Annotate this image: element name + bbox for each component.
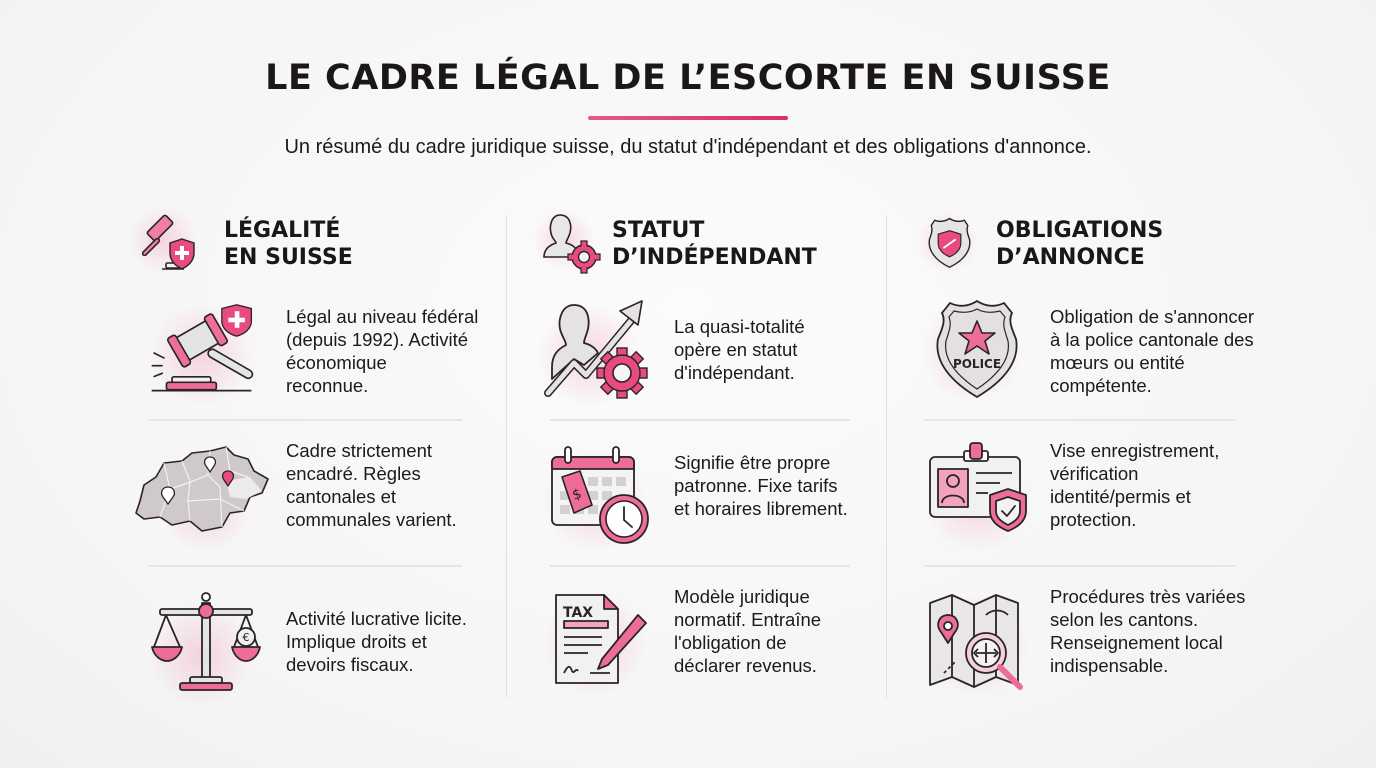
item-text: Activité lucrative licite. Implique droi… bbox=[286, 608, 467, 675]
column-separator bbox=[886, 215, 887, 698]
police-label: POLICE bbox=[952, 357, 1002, 371]
list-item: POLICE Obligation de s'annoncer à la pol… bbox=[922, 295, 1282, 405]
column-obligations: OBLIGATIONS D’ANNONCE POLICE Obligation … bbox=[918, 205, 1282, 695]
list-item: Légal au niveau fédéral (depuis 1992). A… bbox=[136, 295, 496, 405]
item-text: Signifie être propre patronne. Fixe tari… bbox=[674, 452, 848, 519]
row-divider bbox=[550, 565, 850, 567]
column-separator bbox=[506, 215, 507, 698]
row-divider bbox=[148, 565, 462, 567]
row-divider bbox=[924, 565, 1236, 567]
map-magnifier-icon bbox=[929, 594, 1023, 690]
item-text: La quasi-totalité opère en statut d'indé… bbox=[674, 316, 805, 383]
list-item: La quasi-totalité opère en statut d'indé… bbox=[534, 295, 880, 405]
gavel-shield-icon bbox=[141, 214, 195, 270]
police-badge-icon bbox=[936, 299, 1018, 399]
user-growth-gear-icon bbox=[544, 300, 648, 399]
svg-text:€: € bbox=[243, 631, 250, 644]
tax-document-pen-icon bbox=[555, 594, 647, 684]
id-card-shield-icon bbox=[929, 442, 1027, 532]
list-item: Cadre strictement encadré. Règles canton… bbox=[135, 440, 496, 551]
item-text: Vise enregistrement, vérification identi… bbox=[1050, 440, 1220, 530]
badge-shield-icon bbox=[928, 217, 971, 269]
scales-euro-icon: € bbox=[151, 592, 261, 691]
column-title: STATUT D’INDÉPENDANT bbox=[612, 218, 817, 270]
item-text: Procédures très variées selon les canton… bbox=[1050, 586, 1246, 676]
column-header: LÉGALITÉ EN SUISSE bbox=[128, 205, 496, 280]
item-text: Cadre strictement encadré. Règles canton… bbox=[286, 440, 457, 530]
list-item: € Activité lucrative licite. Implique dr… bbox=[136, 585, 496, 705]
column-header: STATUT D’INDÉPENDANT bbox=[534, 205, 880, 280]
gavel-swiss-shield-icon bbox=[151, 304, 254, 392]
item-text: Obligation de s'annoncer à la police can… bbox=[1050, 306, 1255, 396]
list-item: Vise enregistrement, vérification identi… bbox=[922, 440, 1282, 551]
calendar-price-clock-icon: $ bbox=[551, 446, 649, 544]
item-text: Modèle juridique normatif. Entraîne l'ob… bbox=[674, 586, 822, 676]
user-gear-icon bbox=[543, 214, 601, 274]
switzerland-map-icon bbox=[135, 446, 269, 532]
row-divider bbox=[148, 419, 462, 421]
page-subtitle: Un résumé du cadre juridique suisse, du … bbox=[284, 136, 1092, 158]
column-legalite: LÉGALITÉ EN SUISSE bbox=[128, 205, 496, 705]
column-statut: STATUT D’INDÉPENDANT La quasi-totalité bbox=[534, 205, 880, 695]
list-item: TAX Modèle juridique normatif. Entraîne … bbox=[540, 585, 880, 695]
list-item: $ Signifie être propre patronne. Fixe ta… bbox=[540, 441, 880, 551]
title-accent-line bbox=[588, 116, 788, 120]
column-title: LÉGALITÉ EN SUISSE bbox=[224, 218, 353, 270]
row-divider bbox=[924, 419, 1236, 421]
tax-label: TAX bbox=[563, 605, 594, 621]
page-title: LE CADRE LÉGAL DE L’ESCORTE EN SUISSE bbox=[265, 58, 1111, 98]
column-title: OBLIGATIONS D’ANNONCE bbox=[996, 218, 1164, 270]
item-text: Légal au niveau fédéral (depuis 1992). A… bbox=[286, 306, 479, 396]
column-header: OBLIGATIONS D’ANNONCE bbox=[918, 205, 1282, 280]
row-divider bbox=[550, 419, 850, 421]
list-item: Procédures très variées selon les canton… bbox=[922, 585, 1282, 695]
